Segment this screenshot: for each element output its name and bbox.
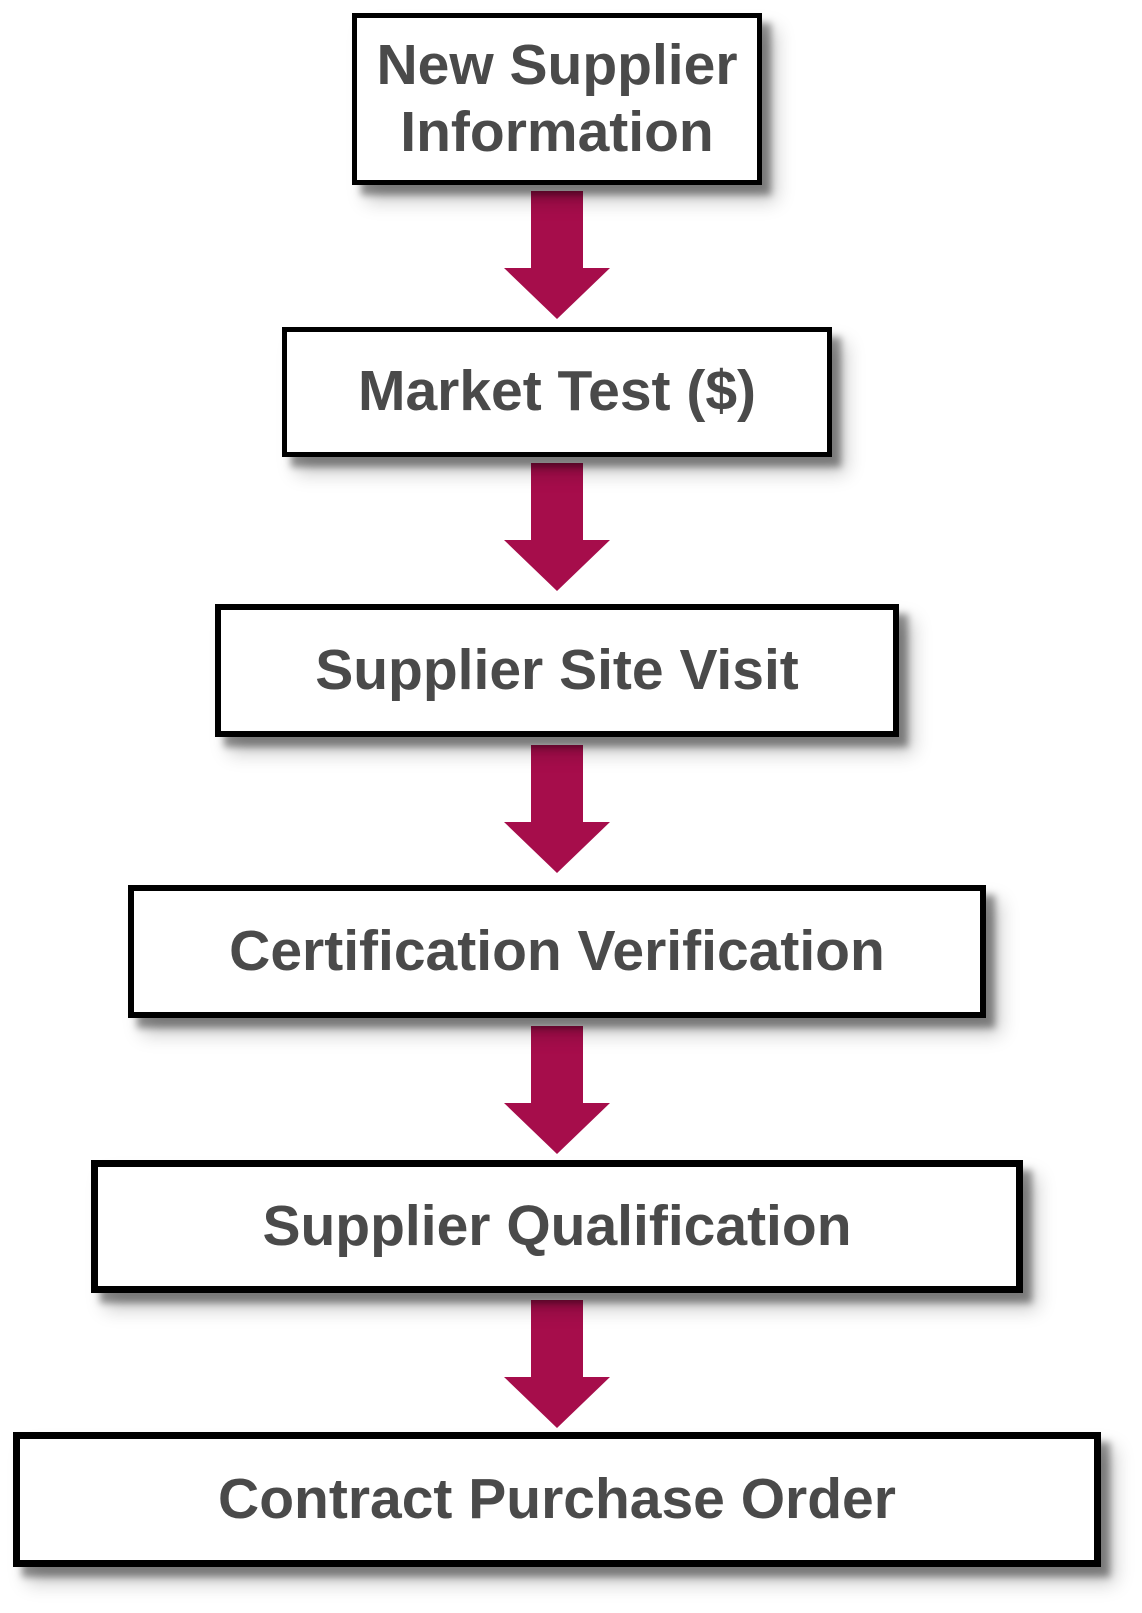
flow-step-market-test: Market Test ($) — [282, 327, 832, 457]
flow-step-label: Supplier Qualification — [262, 1193, 852, 1258]
down-arrow-icon — [504, 1300, 610, 1428]
flow-step-label: Market Test ($) — [357, 359, 757, 424]
flow-step-certification-verification: Certification Verification — [128, 885, 986, 1018]
flow-step-supplier-site-visit: Supplier Site Visit — [215, 604, 899, 737]
down-arrow-icon — [504, 191, 610, 319]
flow-step-supplier-qualification: Supplier Qualification — [91, 1160, 1023, 1293]
flow-step-new-supplier-information: New Supplier Information — [352, 13, 762, 185]
flow-step-label: New Supplier Information — [376, 32, 738, 164]
down-arrow-icon — [504, 745, 610, 873]
flow-step-contract-purchase-order: Contract Purchase Order — [13, 1432, 1101, 1567]
flow-step-label: Certification Verification — [229, 918, 885, 983]
down-arrow-icon — [504, 1026, 610, 1154]
flow-step-label: Contract Purchase Order — [218, 1466, 896, 1531]
flow-step-label: Supplier Site Visit — [315, 637, 799, 702]
down-arrow-icon — [504, 463, 610, 591]
